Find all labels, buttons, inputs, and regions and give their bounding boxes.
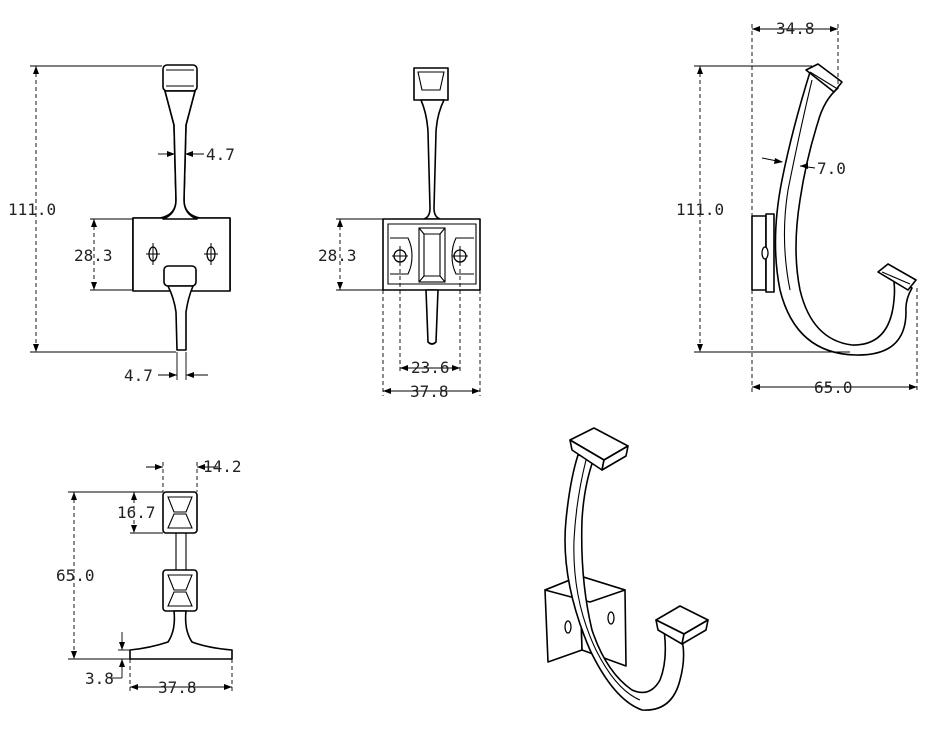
front-view <box>30 64 231 380</box>
side-depth-label: 65.0 <box>814 378 853 397</box>
top-view <box>68 462 233 692</box>
back-view <box>336 67 481 396</box>
top-base-thickness-label: 3.8 <box>85 669 114 688</box>
side-height-label: 111.0 <box>676 200 724 219</box>
isometric-view <box>544 427 709 711</box>
top-head-length-label: 16.7 <box>117 503 156 522</box>
side-view <box>694 24 918 392</box>
front-plate-height-label: 28.3 <box>74 246 113 265</box>
side-thickness-label: 7.0 <box>817 159 846 178</box>
front-height-label: 111.0 <box>8 200 56 219</box>
back-plate-width-label: 37.8 <box>410 382 449 401</box>
front-tip-width-label: 4.7 <box>124 366 153 385</box>
front-stem-width-label: 4.7 <box>206 145 235 164</box>
side-top-reach-label: 34.8 <box>776 19 815 38</box>
back-plate-height-label: 28.3 <box>318 246 357 265</box>
back-hole-spacing-label: 23.6 <box>411 358 450 377</box>
top-length-label: 65.0 <box>56 566 95 585</box>
top-base-width-label: 37.8 <box>158 678 197 697</box>
top-head-width-label: 14.2 <box>203 457 242 476</box>
